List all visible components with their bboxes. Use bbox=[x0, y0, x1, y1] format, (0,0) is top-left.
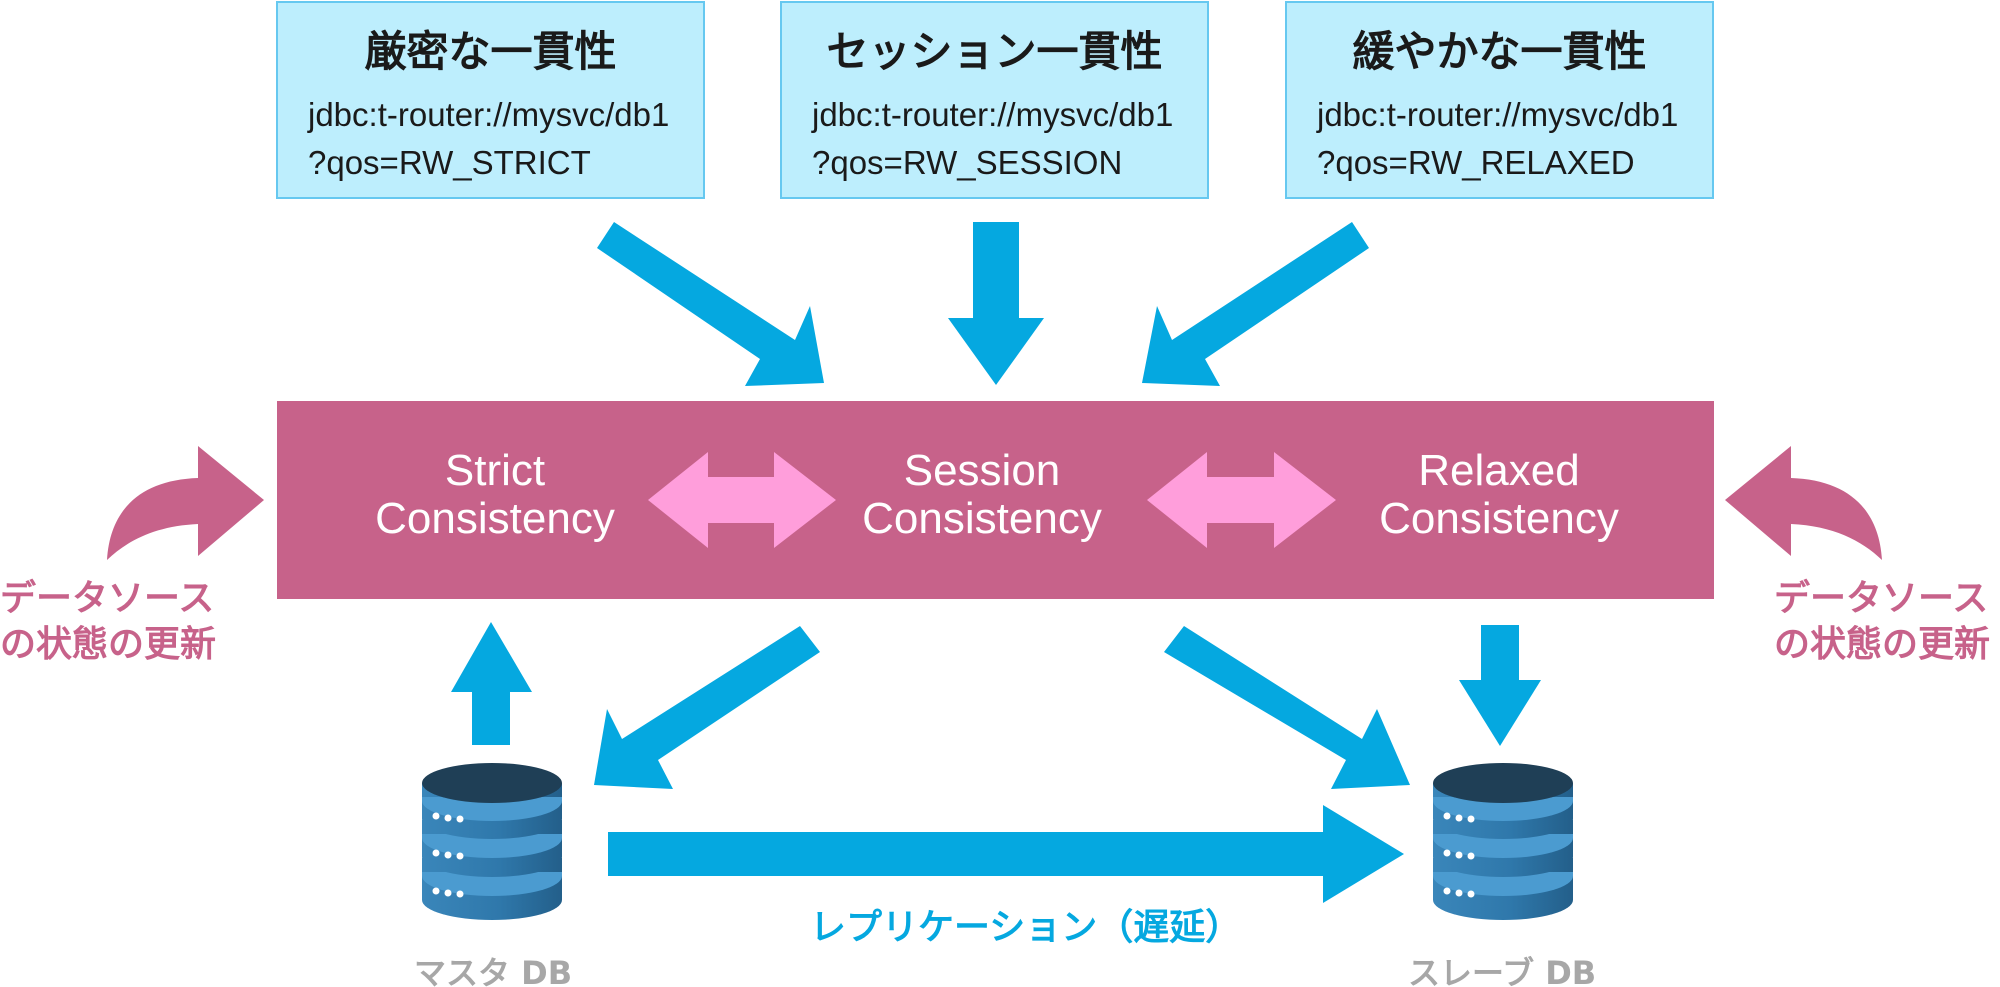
curved-arrow-right bbox=[1725, 446, 1882, 560]
side-note-left-line1: データソース bbox=[0, 578, 215, 619]
slave-db-label: スレーブ DB bbox=[1408, 954, 1597, 987]
qos-query-relaxed: ?qos=RW_RELAXED bbox=[1317, 144, 1635, 181]
master-db-label: マスタ DB bbox=[414, 954, 573, 987]
replication-arrow-shaft bbox=[608, 832, 1323, 876]
replication-label: レプリケーション（遅延） bbox=[810, 907, 1242, 948]
side-note-left: データソース の状態の更新 bbox=[0, 576, 216, 668]
qos-url-strict: jdbc:t-router://mysvc/db1 bbox=[308, 96, 670, 133]
side-note-left-line2: の状態の更新 bbox=[0, 624, 217, 665]
arrow-band-to-slave-session bbox=[1164, 626, 1410, 789]
link-arrow-strict-session bbox=[648, 452, 836, 548]
curved-arrow-left bbox=[107, 446, 264, 560]
qos-query-strict: ?qos=RW_STRICT bbox=[308, 144, 591, 181]
qos-url-relaxed: jdbc:t-router://mysvc/db1 bbox=[1317, 96, 1679, 133]
side-note-right-line2: の状態の更新 bbox=[1774, 624, 1991, 665]
arrow-band-to-master bbox=[594, 626, 820, 789]
qos-query-session: ?qos=RW_SESSION bbox=[812, 144, 1123, 181]
arrow-session-shaft bbox=[973, 222, 1019, 318]
arrow-relaxed-shaft bbox=[1481, 625, 1519, 680]
slave-db-icon bbox=[1433, 763, 1573, 920]
replication-arrow-head bbox=[1323, 805, 1404, 903]
arrow-master-to-band bbox=[451, 622, 532, 745]
qos-url-session: jdbc:t-router://mysvc/db1 bbox=[812, 96, 1174, 133]
qos-box-session: セッション一貫性 jdbc:t-router://mysvc/db1 ?qos=… bbox=[780, 1, 1209, 199]
side-note-right: データソース の状態の更新 bbox=[1774, 576, 1990, 668]
master-db-icon bbox=[422, 763, 562, 920]
arrow-session-to-band bbox=[948, 318, 1044, 385]
side-note-right-line1: データソース bbox=[1774, 578, 1989, 619]
qos-box-relaxed: 緩やかな一貫性 jdbc:t-router://mysvc/db1 ?qos=R… bbox=[1285, 1, 1714, 199]
arrow-relaxed-to-band bbox=[1142, 222, 1369, 386]
arrow-strict-to-band bbox=[597, 222, 824, 386]
arrow-band-to-slave-relaxed bbox=[1459, 680, 1541, 746]
consistency-router-band bbox=[277, 401, 1714, 599]
qos-title-session: セッション一貫性 bbox=[826, 27, 1163, 76]
qos-title-strict: 厳密な一貫性 bbox=[364, 27, 617, 76]
qos-box-strict: 厳密な一貫性 jdbc:t-router://mysvc/db1 ?qos=RW… bbox=[276, 1, 705, 199]
link-arrow-session-relaxed bbox=[1147, 452, 1336, 548]
qos-title-relaxed: 緩やかな一貫性 bbox=[1352, 27, 1647, 76]
